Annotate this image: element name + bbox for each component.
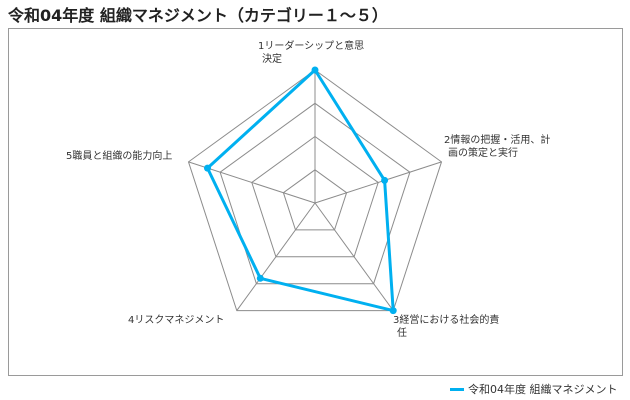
radar-series xyxy=(204,66,397,315)
axis-label-line: 2情報の把握・活用、計 xyxy=(444,135,551,146)
legend-label: 令和04年度 組織マネジメント xyxy=(468,383,618,396)
series-point[interactable] xyxy=(256,274,264,282)
grid-ring xyxy=(219,102,411,285)
axis-label: 3経営における社会的責任 xyxy=(393,314,499,340)
spoke-line xyxy=(236,202,316,311)
axis-label-line: 5職員と組織の能力向上 xyxy=(66,151,173,162)
axis-label-line: 1リーダーシップと意思 xyxy=(258,41,365,52)
legend[interactable]: 令和04年度 組織マネジメント xyxy=(450,382,618,396)
series-point[interactable] xyxy=(381,176,389,184)
grid-ring xyxy=(187,69,443,312)
spoke-line xyxy=(314,202,394,311)
grid-ring xyxy=(282,169,348,231)
axis-label-line: 3経営における社会的責 xyxy=(393,315,500,326)
axis-label-line: 4リスクマネジメント xyxy=(128,315,225,326)
axis-label-line: 決定 xyxy=(262,54,282,65)
axis-label: 5職員と組織の能力向上 xyxy=(66,150,172,163)
legend-swatch xyxy=(450,387,464,391)
axis-label-line: 任 xyxy=(397,328,407,339)
page-title: 令和04年度 組織マネジメント（カテゴリー１〜５） xyxy=(8,6,388,25)
axis-label: 2情報の把握・活用、計画の策定と実行 xyxy=(444,134,550,160)
series-line xyxy=(206,68,395,313)
radar-grid xyxy=(187,69,443,312)
series-point[interactable] xyxy=(311,66,319,74)
series-point[interactable] xyxy=(389,307,397,315)
grid-ring xyxy=(251,135,379,258)
series-point[interactable] xyxy=(204,164,211,172)
axis-label-line: 画の策定と実行 xyxy=(448,148,518,159)
axis-label: 1リーダーシップと意思決定 xyxy=(258,40,364,66)
axis-label: 4リスクマネジメント xyxy=(128,314,224,327)
spoke-line xyxy=(314,161,442,204)
